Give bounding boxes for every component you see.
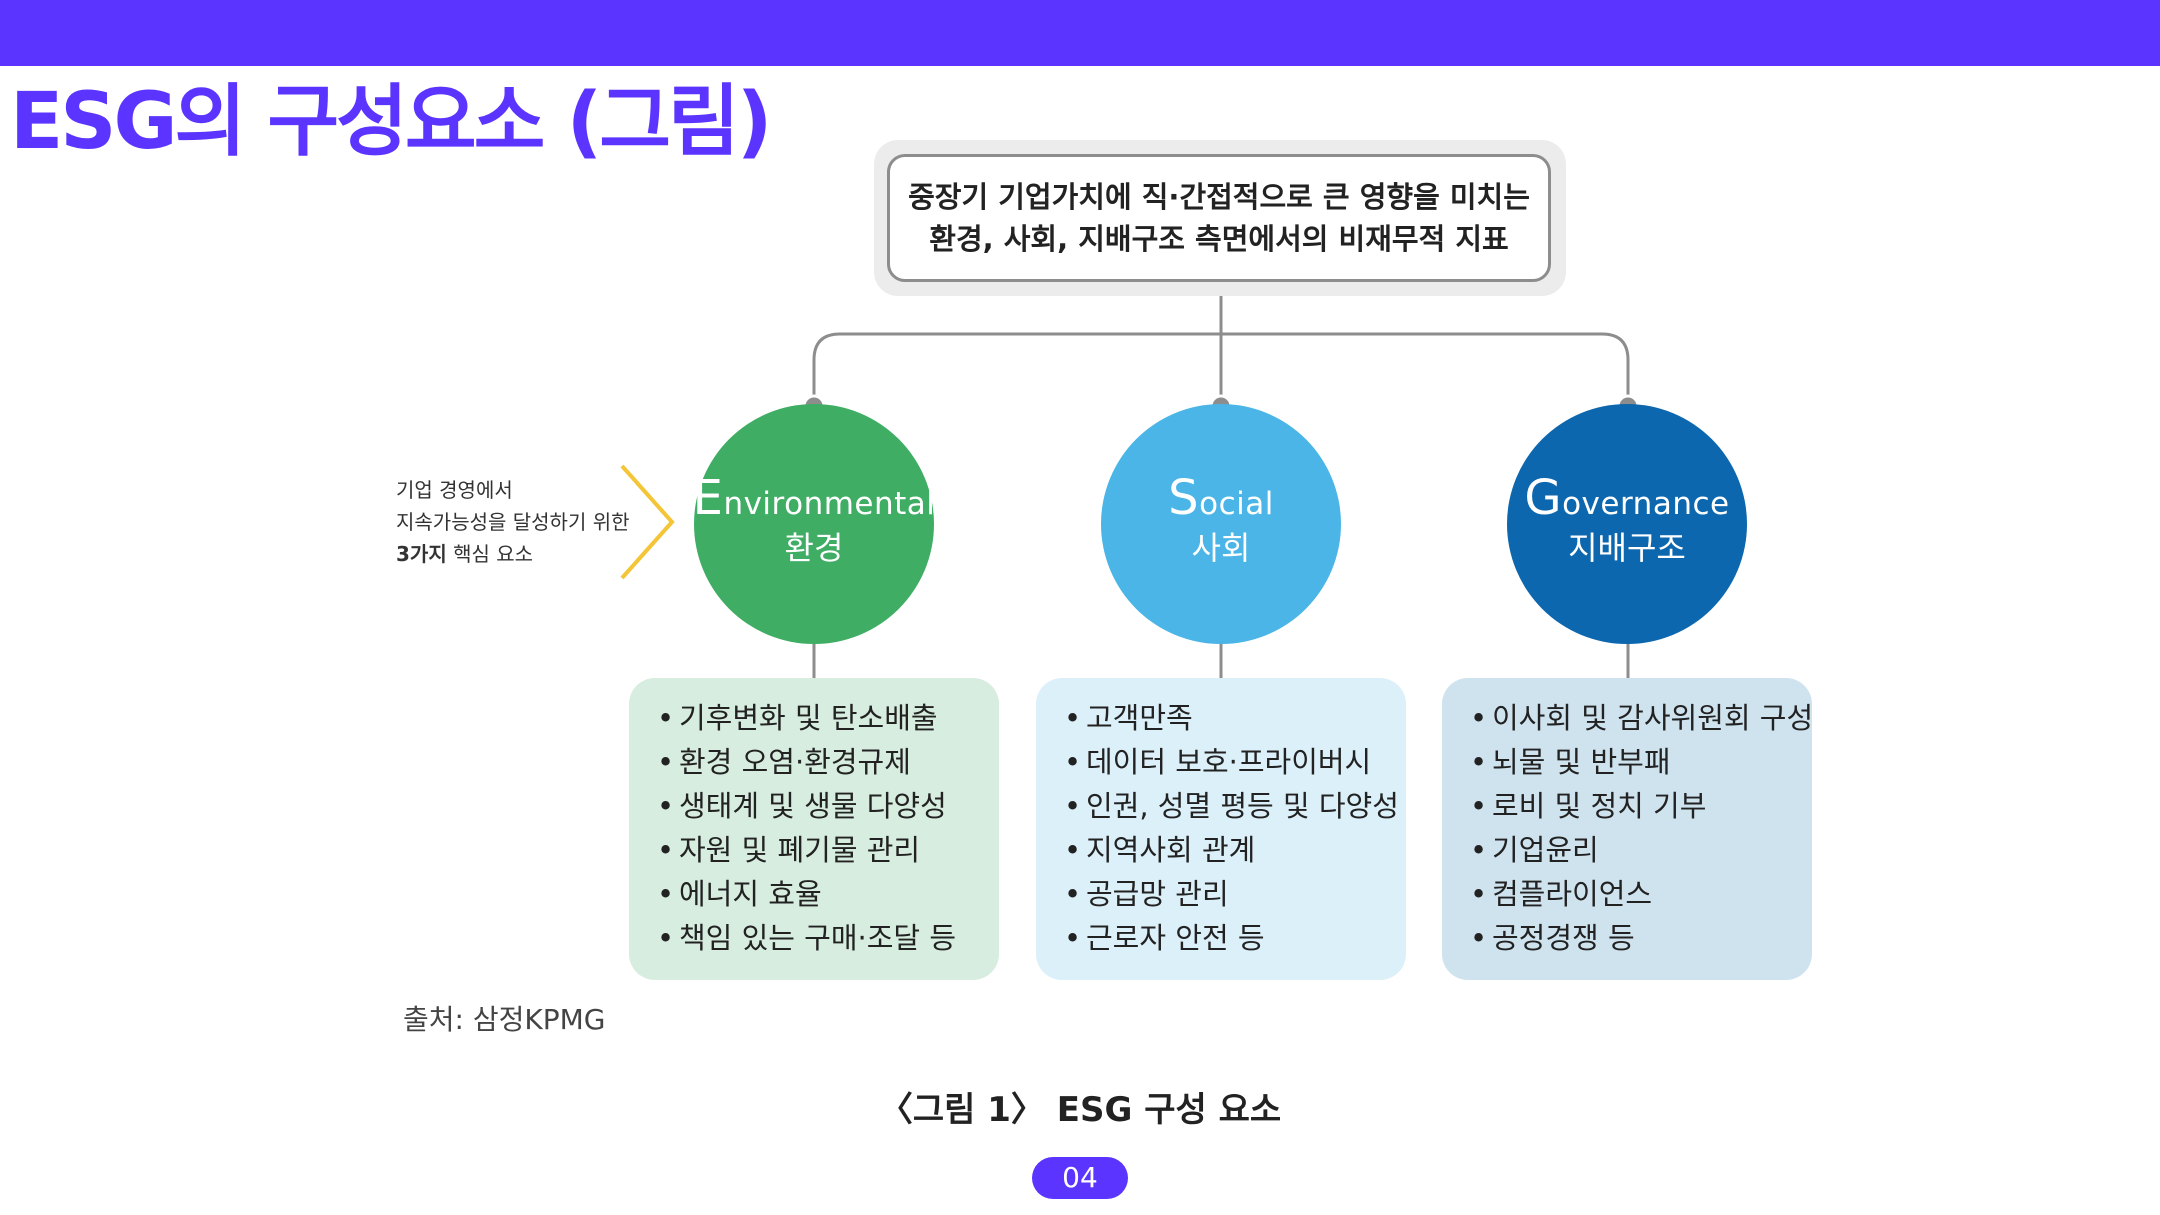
page-title: ESG의 구성요소 (그림) — [10, 77, 772, 167]
list-item: •기업윤리 — [1470, 833, 1599, 867]
list-item: •공급망 관리 — [1064, 877, 1229, 911]
list-item: •인권, 성멸 평등 및 다양성 — [1064, 789, 1399, 823]
list-item: •고객만족 — [1064, 701, 1193, 735]
side-note-line-3-rest: 핵심 요소 — [446, 542, 534, 566]
definition-box: 중장기 기업가치에 직·간접적으로 큰 영향을 미치는 환경, 사회, 지배구조… — [887, 154, 1551, 282]
page-number-badge: 04 — [1032, 1157, 1128, 1199]
pillar-circle-governance: Governance 지배구조 — [1507, 404, 1747, 644]
pillar-items-environmental: •기후변화 및 탄소배출 •환경 오염·환경규제 •생태계 및 생물 다양성 •… — [629, 678, 999, 980]
list-item: •근로자 안전 등 — [1064, 921, 1265, 955]
list-item: •생태계 및 생물 다양성 — [657, 789, 947, 823]
pillar-items-social: •고객만족 •데이터 보호·프라이버시 •인권, 성멸 평등 및 다양성 •지역… — [1036, 678, 1406, 980]
source-note: 출처: 삼정KPMG — [403, 1003, 606, 1036]
connector-horizontal — [812, 332, 1630, 404]
list-item: •뇌물 및 반부패 — [1470, 745, 1671, 779]
list-item: •기후변화 및 탄소배출 — [657, 701, 938, 735]
definition-line-2: 환경, 사회, 지배구조 측면에서의 비재무적 지표 — [929, 222, 1509, 256]
side-note-line-2: 지속가능성을 달성하기 위한 — [396, 510, 630, 534]
list-item: •로비 및 정치 기부 — [1470, 789, 1707, 823]
side-note: 기업 경영에서 지속가능성을 달성하기 위한 3가지 핵심 요소 — [396, 474, 630, 570]
list-item: •환경 오염·환경규제 — [657, 745, 911, 779]
pillar-circle-environmental: Environmental 환경 — [692, 404, 936, 644]
figure-caption: 〈그림 1〉 ESG 구성 요소 — [878, 1090, 1282, 1130]
side-note-emphasis: 3가지 — [396, 542, 447, 566]
pillar-circle-social: Social 사회 — [1101, 404, 1341, 644]
list-item: •에너지 효율 — [657, 877, 822, 911]
pillar-ko-label: 사회 — [1191, 529, 1251, 567]
list-item: •컴플라이언스 — [1470, 877, 1653, 911]
side-note-line-1: 기업 경영에서 — [396, 478, 513, 502]
pillar-ko-label: 환경 — [784, 529, 844, 567]
list-item: •지역사회 관계 — [1064, 833, 1256, 867]
chevron-right-icon — [620, 464, 675, 580]
pillar-en-label: Governance — [1524, 470, 1730, 526]
list-item: •공정경쟁 등 — [1470, 921, 1635, 955]
definition-line-1: 중장기 기업가치에 직·간접적으로 큰 영향을 미치는 — [908, 180, 1530, 214]
top-banner — [0, 0, 2160, 66]
pillar-ko-label: 지배구조 — [1568, 529, 1686, 567]
pillar-items-governance: •이사회 및 감사위원회 구성 •뇌물 및 반부패 •로비 및 정치 기부 •기… — [1442, 678, 1814, 980]
pillar-en-label: Social — [1168, 470, 1274, 526]
list-item: •이사회 및 감사위원회 구성 — [1470, 701, 1814, 735]
list-item: •자원 및 폐기물 관리 — [657, 833, 921, 867]
list-item: •데이터 보호·프라이버시 — [1064, 745, 1372, 779]
pillar-en-label: Environmental — [692, 470, 936, 526]
side-note-line-3: 3가지 핵심 요소 — [396, 538, 630, 570]
list-item: •책임 있는 구매·조달 등 — [657, 921, 956, 955]
